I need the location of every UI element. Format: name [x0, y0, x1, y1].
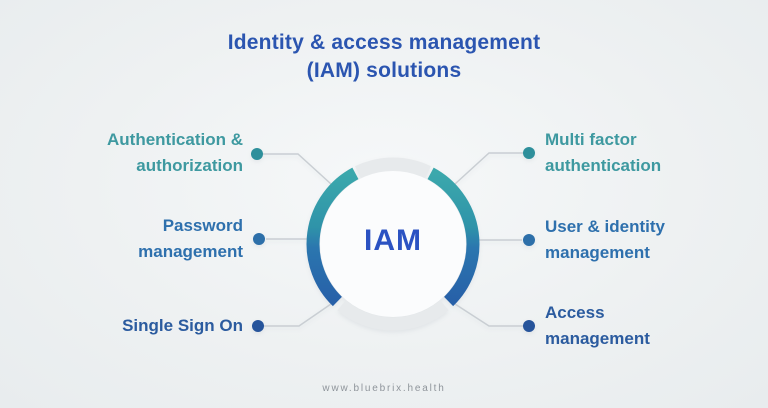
label-authentication-authorization: Authentication & authorization — [107, 130, 243, 175]
page-title-line1: Identity & access management — [227, 31, 541, 54]
bullet-dot-password — [253, 233, 265, 245]
label-access-management: Access management — [545, 303, 650, 348]
connector-line-bottom-left — [264, 303, 332, 327]
ring-left-gradient-arc — [306, 167, 359, 307]
iam-center-label: IAM — [364, 224, 422, 257]
label-password-management: Password management — [138, 216, 243, 261]
connector-line-bottom-right — [454, 303, 523, 327]
ring-right-gradient-arc — [427, 167, 480, 307]
website-url: www.bluebrix.health — [322, 383, 446, 394]
bullet-dot-user-identity — [523, 234, 535, 246]
page-title-line2: (IAM) solutions — [306, 59, 462, 82]
ring-inner-disc — [320, 171, 466, 317]
bullet-dot-access — [523, 320, 535, 332]
label-user-identity-management: User & identity management — [545, 217, 665, 262]
ring-gray-top-arc — [355, 157, 431, 179]
page-title: Identity & access management (IAM) solut… — [0, 29, 768, 85]
bullet-dot-mfa — [523, 147, 535, 159]
bullet-dot-sso — [252, 320, 264, 332]
connector-line-top-left — [263, 153, 332, 185]
ring-gray-bottom-arc — [337, 300, 449, 331]
bullet-dot-authentication — [251, 148, 263, 160]
label-multi-factor-authentication: Multi factor authentication — [545, 130, 662, 175]
label-single-sign-on: Single Sign On — [122, 316, 243, 335]
connector-line-top-right — [454, 152, 523, 185]
